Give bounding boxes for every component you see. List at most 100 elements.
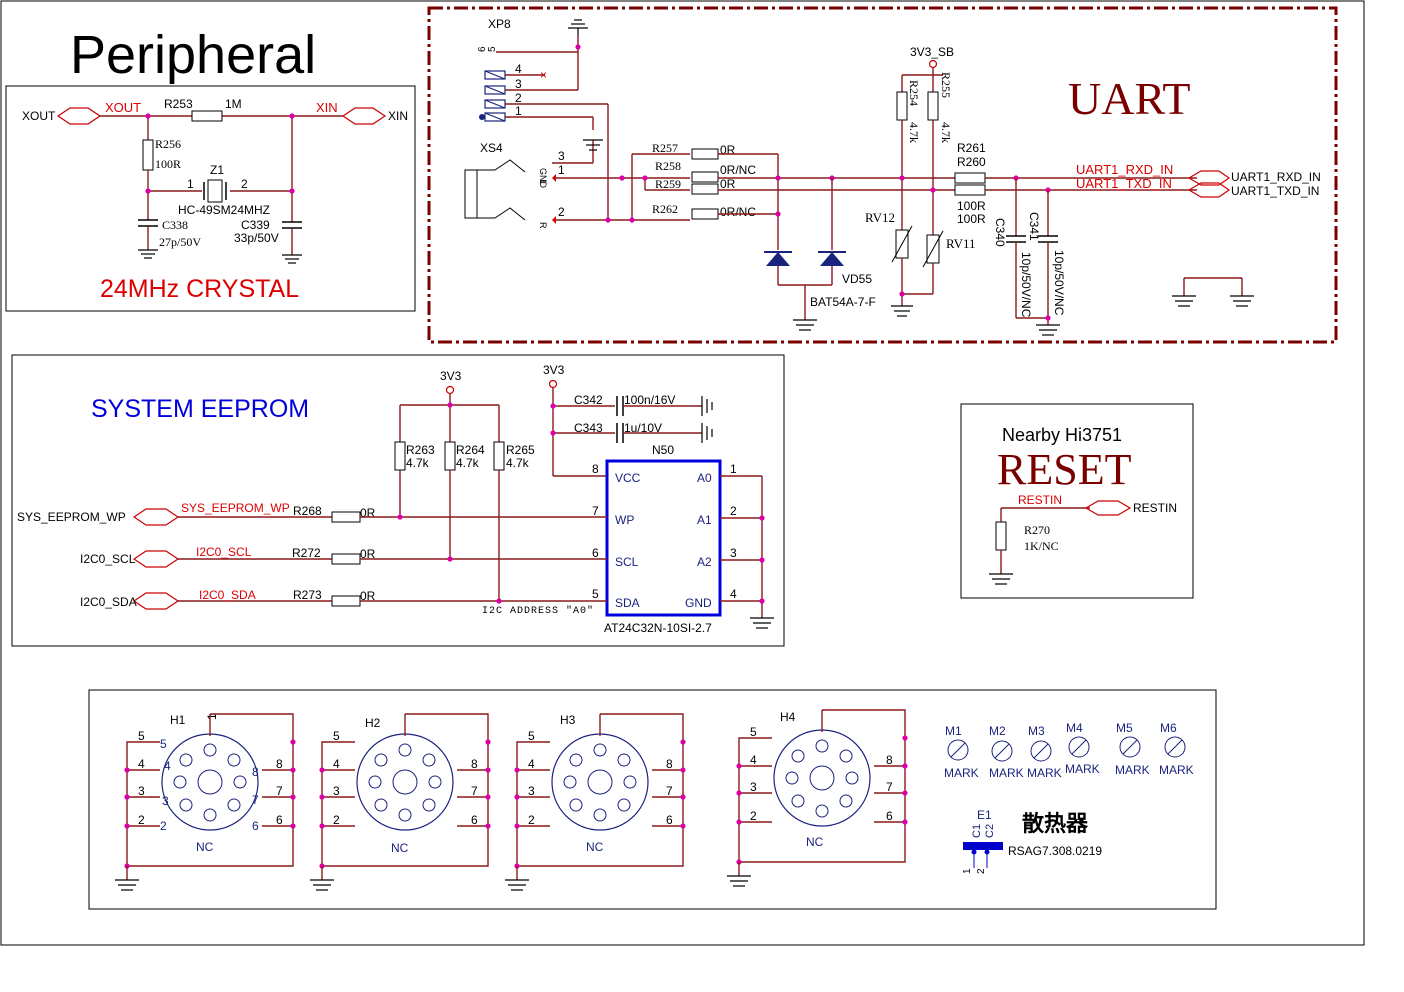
svg-text:3: 3 <box>528 784 535 798</box>
xs4-r: R <box>538 222 548 229</box>
pin-num-6: 6 <box>592 546 599 560</box>
svg-text:5: 5 <box>138 729 145 743</box>
xp8-ref: XP8 <box>488 17 511 31</box>
r264-ref: R264 <box>456 443 485 457</box>
svg-text:M2: M2 <box>989 724 1006 738</box>
pin-scl: SCL <box>615 555 639 569</box>
svg-text:1: 1 <box>962 868 973 874</box>
c339-ref: C339 <box>241 218 270 232</box>
pin-num-3: 3 <box>730 546 737 560</box>
xp8-pins <box>484 70 506 122</box>
eeprom-rail-2: 3V3 <box>543 363 565 377</box>
c340-ref: C340 <box>993 218 1007 247</box>
uart-title: UART <box>1068 73 1190 124</box>
r262-value: 0R/NC <box>720 205 756 219</box>
h4-nc: NC <box>806 835 824 849</box>
h2-ref: H2 <box>365 716 381 730</box>
eeprom-section: SYSTEM EEPROM 3V3 R263 4.7k R264 4.7k R2… <box>11 354 785 647</box>
z1-part: HC-49SM24MHZ <box>178 203 270 217</box>
xin-port-symbol <box>341 107 387 125</box>
r260-value: 100R <box>957 212 986 226</box>
svg-text:MARK: MARK <box>1027 766 1062 780</box>
r270-ref: R270 <box>1024 523 1050 537</box>
uart-rail: 3V3_SB <box>910 45 954 59</box>
r254-ref: R254 <box>907 80 921 106</box>
svg-text:C2: C2 <box>984 824 996 838</box>
svg-text:8: 8 <box>276 757 283 771</box>
r257-ref: R257 <box>652 141 678 155</box>
svg-text:5: 5 <box>750 725 757 739</box>
crystal-title: 24MHz CRYSTAL <box>100 275 299 303</box>
z1-ref: Z1 <box>210 163 224 177</box>
r270-value: 1K/NC <box>1024 539 1059 553</box>
z1-body <box>207 179 223 203</box>
r273-value: 0R <box>360 589 376 603</box>
svg-text:1: 1 <box>205 713 219 720</box>
c342-ref: C342 <box>574 393 603 407</box>
pin-a1: A1 <box>697 513 712 527</box>
pin-num-1: 1 <box>730 462 737 476</box>
xp8-pin1: 1 <box>515 104 522 118</box>
vd55-part: BAT54A-7-F <box>810 295 876 309</box>
mounting-section: H1 NC 54 32 87 6 1 54 32 87 6 <box>88 689 1217 910</box>
r268-value: 0R <box>360 506 376 520</box>
xp8-pin3: 3 <box>515 77 522 91</box>
svg-text:6: 6 <box>252 819 259 833</box>
svg-text:8: 8 <box>471 757 478 771</box>
txd-net-label: UART1_TXD_IN <box>1076 176 1172 191</box>
xout-port-label: XOUT <box>22 109 56 123</box>
pin-gnd: GND <box>685 596 712 610</box>
h3-ref: H3 <box>560 713 576 727</box>
svg-text:C1: C1 <box>971 824 983 838</box>
svg-text:7: 7 <box>666 784 673 798</box>
svg-text:6: 6 <box>886 809 893 823</box>
eeprom-title: SYSTEM EEPROM <box>91 395 309 423</box>
h2-nc: NC <box>391 841 409 855</box>
wp-net-label: SYS_EEPROM_WP <box>181 501 290 515</box>
c338-value: 27p/50V <box>159 235 201 249</box>
i2c-address-note: I2C ADDRESS "A0" <box>482 605 594 617</box>
r257-value: 0R <box>720 143 736 157</box>
svg-text:8: 8 <box>886 753 893 767</box>
svg-text:6: 6 <box>666 813 673 827</box>
reset-title: RESET <box>997 445 1132 494</box>
mounting-frame <box>88 689 1217 910</box>
xin-port-label: XIN <box>388 109 408 123</box>
crystal-section: XOUT XIN XOUT XIN R253 1M R256 100R Z1 1… <box>5 85 416 312</box>
rv11-ref: RV11 <box>946 236 976 251</box>
pin-vcc: VCC <box>615 471 641 485</box>
svg-text:7: 7 <box>471 784 478 798</box>
xs4-ref: XS4 <box>480 141 503 155</box>
svg-text:3: 3 <box>750 780 757 794</box>
scl-net-label: I2C0_SCL <box>196 545 252 559</box>
svg-text:2: 2 <box>138 813 145 827</box>
svg-text:2: 2 <box>333 813 340 827</box>
xp8-pin6: 6 <box>477 46 488 52</box>
eeprom-rail-1: 3V3 <box>440 369 462 383</box>
hole-h2: H2 NC 54 32 87 6 <box>310 713 491 891</box>
c339-value: 33p/50V <box>234 231 279 245</box>
n50-body <box>605 459 722 617</box>
h1-nc: NC <box>196 840 214 854</box>
sheet-border <box>0 0 1365 946</box>
svg-text:3: 3 <box>162 794 169 808</box>
svg-text:MARK: MARK <box>1159 763 1194 777</box>
hole-h3: H3 NC 54 32 87 6 <box>505 713 686 891</box>
svg-text:8: 8 <box>252 765 259 779</box>
r256-body <box>142 139 154 171</box>
svg-text:4: 4 <box>138 757 145 771</box>
r255-ref: R255 <box>939 72 953 98</box>
r256-ref: R256 <box>155 137 181 151</box>
svg-text:2: 2 <box>528 813 535 827</box>
r255-value: 4.7k <box>939 122 953 143</box>
svg-text:7: 7 <box>252 793 259 807</box>
r272-ref: R272 <box>292 546 321 560</box>
svg-text:M3: M3 <box>1028 724 1045 738</box>
c343-ref: C343 <box>574 421 603 435</box>
heatsink-title: 散热器 <box>1022 811 1089 836</box>
pin-a0: A0 <box>697 471 712 485</box>
